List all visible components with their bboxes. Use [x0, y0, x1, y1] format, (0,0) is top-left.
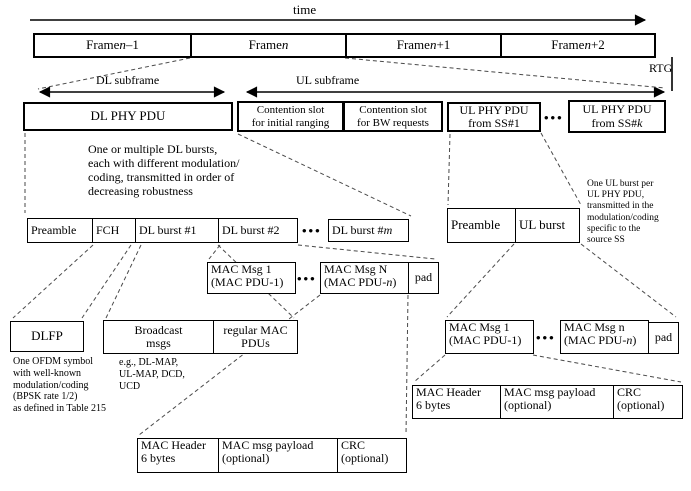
ul-phy-ellipsis: ••• — [544, 110, 564, 125]
broadcast-msgs-cell: Broadcast msgs — [103, 320, 213, 354]
mac-crc-cell: CRC (optional) — [337, 438, 407, 473]
frame-cell-n-plus-1: Frame n+1 — [345, 33, 500, 58]
dl-bursts-note: One or multiple DL bursts, each with dif… — [88, 142, 240, 199]
mac-payload-cell: MAC msg payload (optional) — [218, 438, 337, 473]
dl-phy-pdu-box: DL PHY PDU — [23, 102, 233, 131]
dl-burst-1-cell: DL burst #1 — [135, 218, 218, 243]
dl-subframe-label: DL subframe — [96, 73, 160, 87]
frame-cell-n-minus-1: Frame n–1 — [33, 33, 190, 58]
mac-header-cell: MAC Header 6 bytes — [137, 438, 218, 473]
contention-slot-bw-box: Contention slot for BW requests — [343, 101, 443, 132]
frame-cell-n-plus-2: Frame n+2 — [500, 33, 656, 58]
dl-burst-2-cell: DL burst #2 — [218, 218, 298, 243]
ul-subframe-label: UL subframe — [296, 73, 360, 87]
ul-burst-row: Preamble UL burst — [447, 208, 580, 243]
ul-mac-ellipsis: ••• — [536, 330, 556, 345]
dlfp-box: DLFP — [10, 321, 84, 352]
ul-pad-box: pad — [648, 322, 679, 354]
dl-mac-msgn-box: MAC Msg N (MAC PDU-n) — [320, 262, 409, 294]
dl-mac-ellipsis: ••• — [297, 271, 317, 286]
ul-mac-msg1-box: MAC Msg 1 (MAC PDU-1) — [445, 320, 534, 354]
dl-burst-row: Preamble FCH DL burst #1 DL burst #2 — [27, 218, 298, 243]
mac-payload-cell: MAC msg payload (optional) — [500, 385, 613, 419]
mac-pdu-row-right: MAC Header 6 bytes MAC msg payload (opti… — [412, 385, 683, 419]
mac-pdu-row-left: MAC Header 6 bytes MAC msg payload (opti… — [137, 438, 407, 473]
ul-phy-pdu-ss1-box: UL PHY PDU from SS#1 — [447, 102, 541, 132]
ul-burst-cell: UL burst — [515, 208, 580, 243]
broadcast-regular-row: Broadcast msgs regular MAC PDUs — [103, 320, 298, 354]
dl-burst-m-box: DL burst #m — [328, 219, 409, 242]
dl-pad-box: pad — [408, 262, 439, 294]
ul-phy-pdu-ssk-box: UL PHY PDU from SS#k — [568, 100, 666, 133]
mac-crc-cell: CRC (optional) — [613, 385, 683, 419]
frame-cell-n: Frame n — [190, 33, 345, 58]
frame-row: Frame n–1 Frame n Frame n+1 Frame n+2 — [33, 33, 656, 58]
ul-mac-msgn-box: MAC Msg n (MAC PDU-n) — [560, 320, 649, 354]
ul-preamble-cell: Preamble — [447, 208, 515, 243]
preamble-cell: Preamble — [27, 218, 92, 243]
rtg-label: RTG — [649, 61, 673, 75]
ul-burst-note: One UL burst per UL PHY PDU, transmitted… — [587, 179, 659, 246]
time-label: time — [293, 2, 317, 17]
regular-mac-pdus-cell: regular MAC PDUs — [213, 320, 298, 354]
contention-slot-ranging-box: Contention slot for initial ranging — [237, 101, 344, 132]
dl-burst-ellipsis: ••• — [302, 223, 322, 238]
mac-header-cell: MAC Header 6 bytes — [412, 385, 500, 419]
fch-cell: FCH — [92, 218, 135, 243]
broadcast-note: e.g., DL-MAP, UL-MAP, DCD, UCD — [119, 357, 185, 392]
dl-mac-msg1-box: MAC Msg 1 (MAC PDU-1) — [207, 262, 296, 294]
connector-lines — [12, 57, 682, 436]
dlfp-note: One OFDM symbol with well-known modulati… — [13, 356, 106, 415]
